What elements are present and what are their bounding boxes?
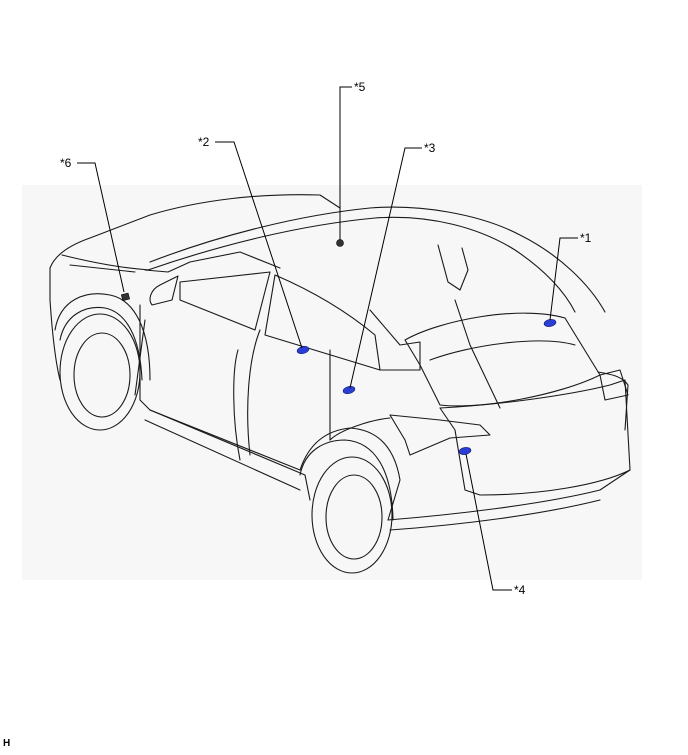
leader-line-5 <box>339 86 352 240</box>
diagram-background <box>22 185 642 580</box>
leader-line-4 <box>465 453 512 591</box>
callout-label-6: *6 <box>60 156 72 170</box>
component-markers <box>120 239 557 455</box>
component-1-marker <box>543 319 557 327</box>
leader-line-3 <box>349 147 422 389</box>
figure-code-mark: H <box>3 738 11 749</box>
vehicle-outline <box>49 194 631 574</box>
callout-label-3: *3 <box>424 141 436 155</box>
callout-labels: *1 *2 *3 *4 *5 *6 <box>60 80 592 597</box>
component-3-marker <box>342 385 356 395</box>
callout-label-5: *5 <box>354 80 366 94</box>
component-2-marker <box>296 345 310 355</box>
callout-label-2: *2 <box>198 135 210 149</box>
leader-line-1 <box>549 237 578 321</box>
leader-line-6 <box>77 162 125 293</box>
component-6-marker <box>120 292 131 302</box>
callout-label-4: *4 <box>514 583 526 597</box>
leader-line-2 <box>215 141 303 349</box>
leader-lines <box>77 86 578 591</box>
callout-label-1: *1 <box>580 231 592 245</box>
component-5-marker <box>336 239 344 247</box>
